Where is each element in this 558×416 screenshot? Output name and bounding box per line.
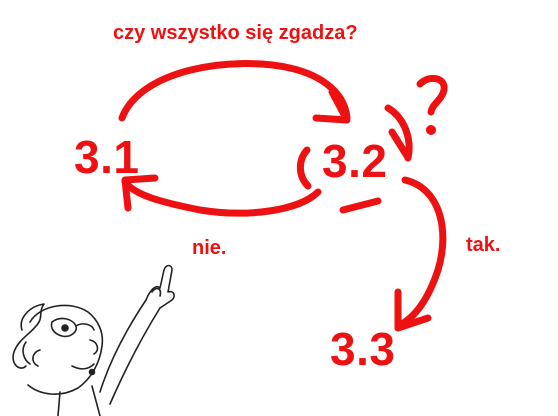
question-mark-icon (416, 74, 448, 135)
pointing-person-doodle (12, 264, 175, 416)
dash-stroke (339, 197, 382, 214)
arc-yes-arrow (394, 176, 447, 330)
node-3-3: 3.3 (330, 323, 396, 375)
edge-label-yes: tak. (466, 234, 501, 256)
arc-no-arrow (121, 178, 322, 217)
question-label: czy wszystko się zgadza? (113, 22, 358, 44)
arrowhead-to-3-1 (121, 174, 159, 212)
arrowhead-to-3-3 (394, 288, 432, 332)
node-3-1: 3.1 (74, 131, 140, 183)
node-3-2: 3.2 (322, 135, 388, 187)
edge-label-no: nie. (192, 237, 227, 259)
arrowhead-to-3-2 (312, 88, 351, 124)
loop-right-tip (388, 128, 411, 160)
arc-question-arrow (118, 60, 351, 122)
loop-left-stroke (296, 146, 312, 190)
